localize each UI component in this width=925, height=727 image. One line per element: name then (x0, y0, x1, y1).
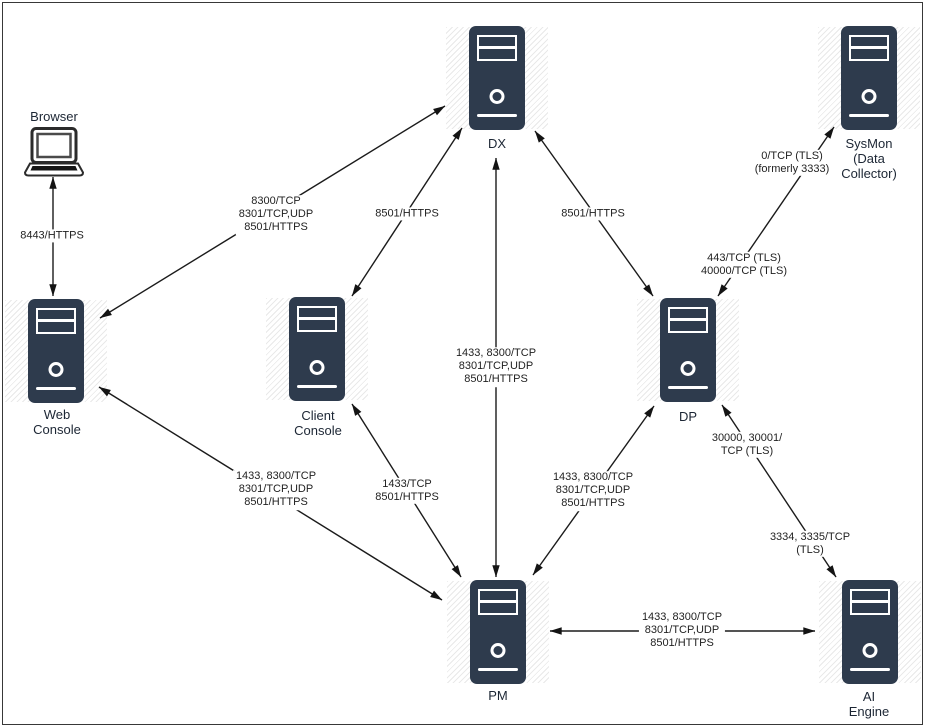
server-drive-bays (850, 589, 890, 615)
server-drive-bays (36, 308, 76, 334)
server-power-button (861, 89, 877, 104)
server-drive-bays (477, 35, 517, 61)
server-bottom-slot (297, 385, 337, 388)
server-drive-bays (297, 306, 337, 332)
edge-label-dx-pm: 1433, 8300/TCP 8301/TCP,UDP 8501/HTTPS (452, 347, 540, 387)
server-icon (28, 299, 84, 403)
edge-label-pm-ai-engine: 1433, 8300/TCP 8301/TCP,UDP 8501/HTTPS (638, 611, 726, 651)
server-power-button (489, 89, 505, 104)
edge-label-pm-dp: 1433, 8300/TCP 8301/TCP,UDP 8501/HTTPS (549, 471, 637, 511)
server-bottom-slot (477, 114, 517, 117)
node-label-dp: DP (676, 409, 700, 425)
server-power-button (680, 361, 696, 376)
node-dp (637, 298, 739, 402)
node-dx (446, 26, 548, 130)
node-label-dx: DX (485, 136, 509, 152)
node-ai-engine (819, 580, 921, 684)
edge-label-dp-ai-upper: 30000, 30001/ TCP (TLS) (708, 431, 786, 459)
node-sysmon (818, 26, 920, 130)
server-power-button (309, 360, 325, 375)
edge-label-web-console-dx: 8300/TCP 8301/TCP,UDP 8501/HTTPS (235, 195, 317, 235)
edge-label-dp-ai-lower: 3334, 3335/TCP (TLS) (766, 530, 854, 558)
node-label-pm: PM (486, 688, 510, 704)
node-label-ai-engine: AI Engine (841, 689, 897, 720)
node-web-console (5, 299, 107, 403)
node-label-sysmon: SysMon (Data Collector) (839, 136, 899, 182)
node-label-browser: Browser (28, 109, 80, 125)
edge-label-web-console-pm: 1433, 8300/TCP 8301/TCP,UDP 8501/HTTPS (232, 470, 320, 510)
server-drive-bays (668, 307, 708, 333)
server-power-button (48, 362, 64, 377)
server-bottom-slot (850, 668, 890, 671)
server-power-button (490, 643, 506, 658)
node-client-console (266, 297, 368, 401)
server-icon (660, 298, 716, 402)
server-icon (842, 580, 898, 684)
server-power-button (862, 643, 878, 658)
laptop-icon (23, 127, 85, 177)
server-icon (470, 580, 526, 684)
server-bottom-slot (478, 668, 518, 671)
edge-label-dp-sysmon-upper: 0/TCP (TLS) (formerly 3333) (751, 149, 833, 177)
edge-label-client-console-dx: 8501/HTTPS (372, 207, 442, 221)
server-bottom-slot (36, 387, 76, 390)
server-icon (841, 26, 897, 130)
edge-label-browser-web-console: 8443/HTTPS (17, 229, 87, 243)
server-drive-bays (849, 35, 889, 61)
server-bottom-slot (668, 386, 708, 389)
server-icon (289, 297, 345, 401)
node-browser (22, 127, 86, 177)
node-pm (447, 580, 549, 684)
server-drive-bays (478, 589, 518, 615)
server-bottom-slot (849, 114, 889, 117)
node-label-client-console: Client Console (292, 408, 344, 439)
edge-label-client-console-pm: 1433/TCP 8501/HTTPS (372, 477, 442, 505)
node-label-web-console: Web Console (31, 407, 83, 438)
edge-label-dp-sysmon-lower: 443/TCP (TLS) 40000/TCP (TLS) (697, 251, 791, 279)
edge-label-dx-dp: 8501/HTTPS (558, 207, 628, 221)
server-icon (469, 26, 525, 130)
